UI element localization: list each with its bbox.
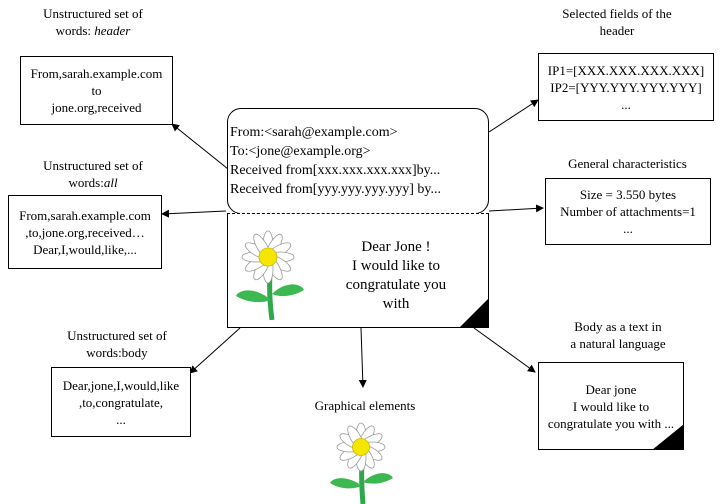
box-line: to <box>91 83 102 98</box>
caption-line: Selected fields of the <box>562 6 672 21</box>
caption-italic-part: all <box>103 175 118 190</box>
header-line: Received from[xxx.xxx.xxx.xxx]by... <box>230 163 441 178</box>
box-line: From,sarah.example.com <box>19 207 151 223</box>
body-line: congratulate you <box>345 277 447 293</box>
body-line: with <box>382 296 410 312</box>
box-line: Dear jone <box>585 381 637 397</box>
box-natural-lang: Dear jone I would like to congratulate y… <box>538 362 684 450</box>
caption-general: General characteristics <box>535 155 720 172</box>
arrow-to-selected-fields <box>488 99 539 133</box>
box-line: IP1=[XXX.XXX.XXX.XXX] <box>547 62 705 78</box>
arrow-to-general <box>488 204 544 213</box>
arrow-to-graphical <box>358 327 367 388</box>
folded-corner-icon <box>460 299 488 327</box>
email-header-box: From:<sarah@example.com> To:<jone@exampl… <box>227 108 489 214</box>
caption-graphical: Graphical elements <box>295 397 435 414</box>
caption-natural-lang: Body as a text in a natural language <box>533 318 703 352</box>
box-line: IP2=[YYY.YYY.YYY.YYY] <box>550 79 702 95</box>
body-line: I would like to <box>352 258 440 274</box>
header-line: From:<sarah@example.com> <box>230 125 398 140</box>
box-line: ,to,jone.org,received… <box>25 224 145 240</box>
caption-all-words: Unstructured set of words:all <box>8 157 178 191</box>
box-line: ... <box>621 96 631 112</box>
arrow-to-all-words <box>161 209 227 218</box>
email-body-text: Dear Jone ! I would like to congratulate… <box>310 238 482 314</box>
header-line: To:<jone@example.org> <box>230 144 371 159</box>
caption-selected-fields: Selected fields of the header <box>532 5 702 39</box>
caption-part: words: <box>55 23 95 38</box>
header-line: Received from[yyy.yyy.yyy.yyy] by... <box>230 182 441 197</box>
box-general: Size = 3.550 bytes Number of attachments… <box>545 178 711 245</box>
caption-line: words: header <box>8 22 178 39</box>
body-line: Dear Jone ! <box>361 239 431 255</box>
caption-line: Unstructured set of <box>43 6 143 21</box>
caption-header-words: Unstructured set of words: header <box>8 5 178 39</box>
caption-italic-part: header <box>94 23 131 38</box>
box-line: Dear,jone,I,would,like <box>62 377 180 393</box>
arrow-to-body-words <box>189 327 241 374</box>
arrow-to-header-words <box>171 123 229 170</box>
box-line: I would like to <box>572 398 650 414</box>
caption-part: words: <box>68 175 104 190</box>
daisy-flower-icon <box>330 422 393 504</box>
caption-line: Unstructured set of <box>43 158 143 173</box>
daisy-flower-icon <box>236 230 304 320</box>
email-body-box: Dear Jone ! I would like to congratulate… <box>227 213 489 328</box>
box-line: jone.org,received <box>51 100 142 115</box>
caption-line: words:all <box>8 174 178 191</box>
box-line: Size = 3.550 bytes <box>579 187 677 202</box>
box-body-words: Dear,jone,I,would,like ,to,congratulate,… <box>51 367 191 437</box>
arrow-to-natural-lang <box>473 327 536 373</box>
caption-body-words: Unstructured set of words:body <box>32 327 202 361</box>
caption-line: Body as a text in <box>574 319 662 334</box>
folded-corner-icon <box>653 424 683 449</box>
box-line: From,sarah.example.com <box>30 66 163 81</box>
box-line: ,to,congratulate, <box>78 394 164 410</box>
caption-line: a natural language <box>570 336 666 351</box>
box-line: Number of attachments=1 <box>560 204 696 219</box>
caption-line: General characteristics <box>568 156 687 171</box>
box-line: ... <box>116 411 126 427</box>
caption-line: Unstructured set of <box>67 328 167 343</box>
box-line: ... <box>623 221 633 236</box>
box-header-words: From,sarah.example.com to jone.org,recei… <box>20 56 173 125</box>
box-line: Dear,I,would,like,... <box>33 241 137 257</box>
box-all-words: From,sarah.example.com ,to,jone.org,rece… <box>8 195 162 269</box>
email-header-lines: From:<sarah@example.com> To:<jone@exampl… <box>230 123 441 199</box>
caption-line: header <box>599 23 635 38</box>
box-selected-fields: IP1=[XXX.XXX.XXX.XXX] IP2=[YYY.YYY.YYY.Y… <box>538 53 714 121</box>
box-line: congratulate you with ... <box>547 415 675 431</box>
caption-line: Graphical elements <box>314 398 416 413</box>
caption-line: words:body <box>86 345 148 360</box>
